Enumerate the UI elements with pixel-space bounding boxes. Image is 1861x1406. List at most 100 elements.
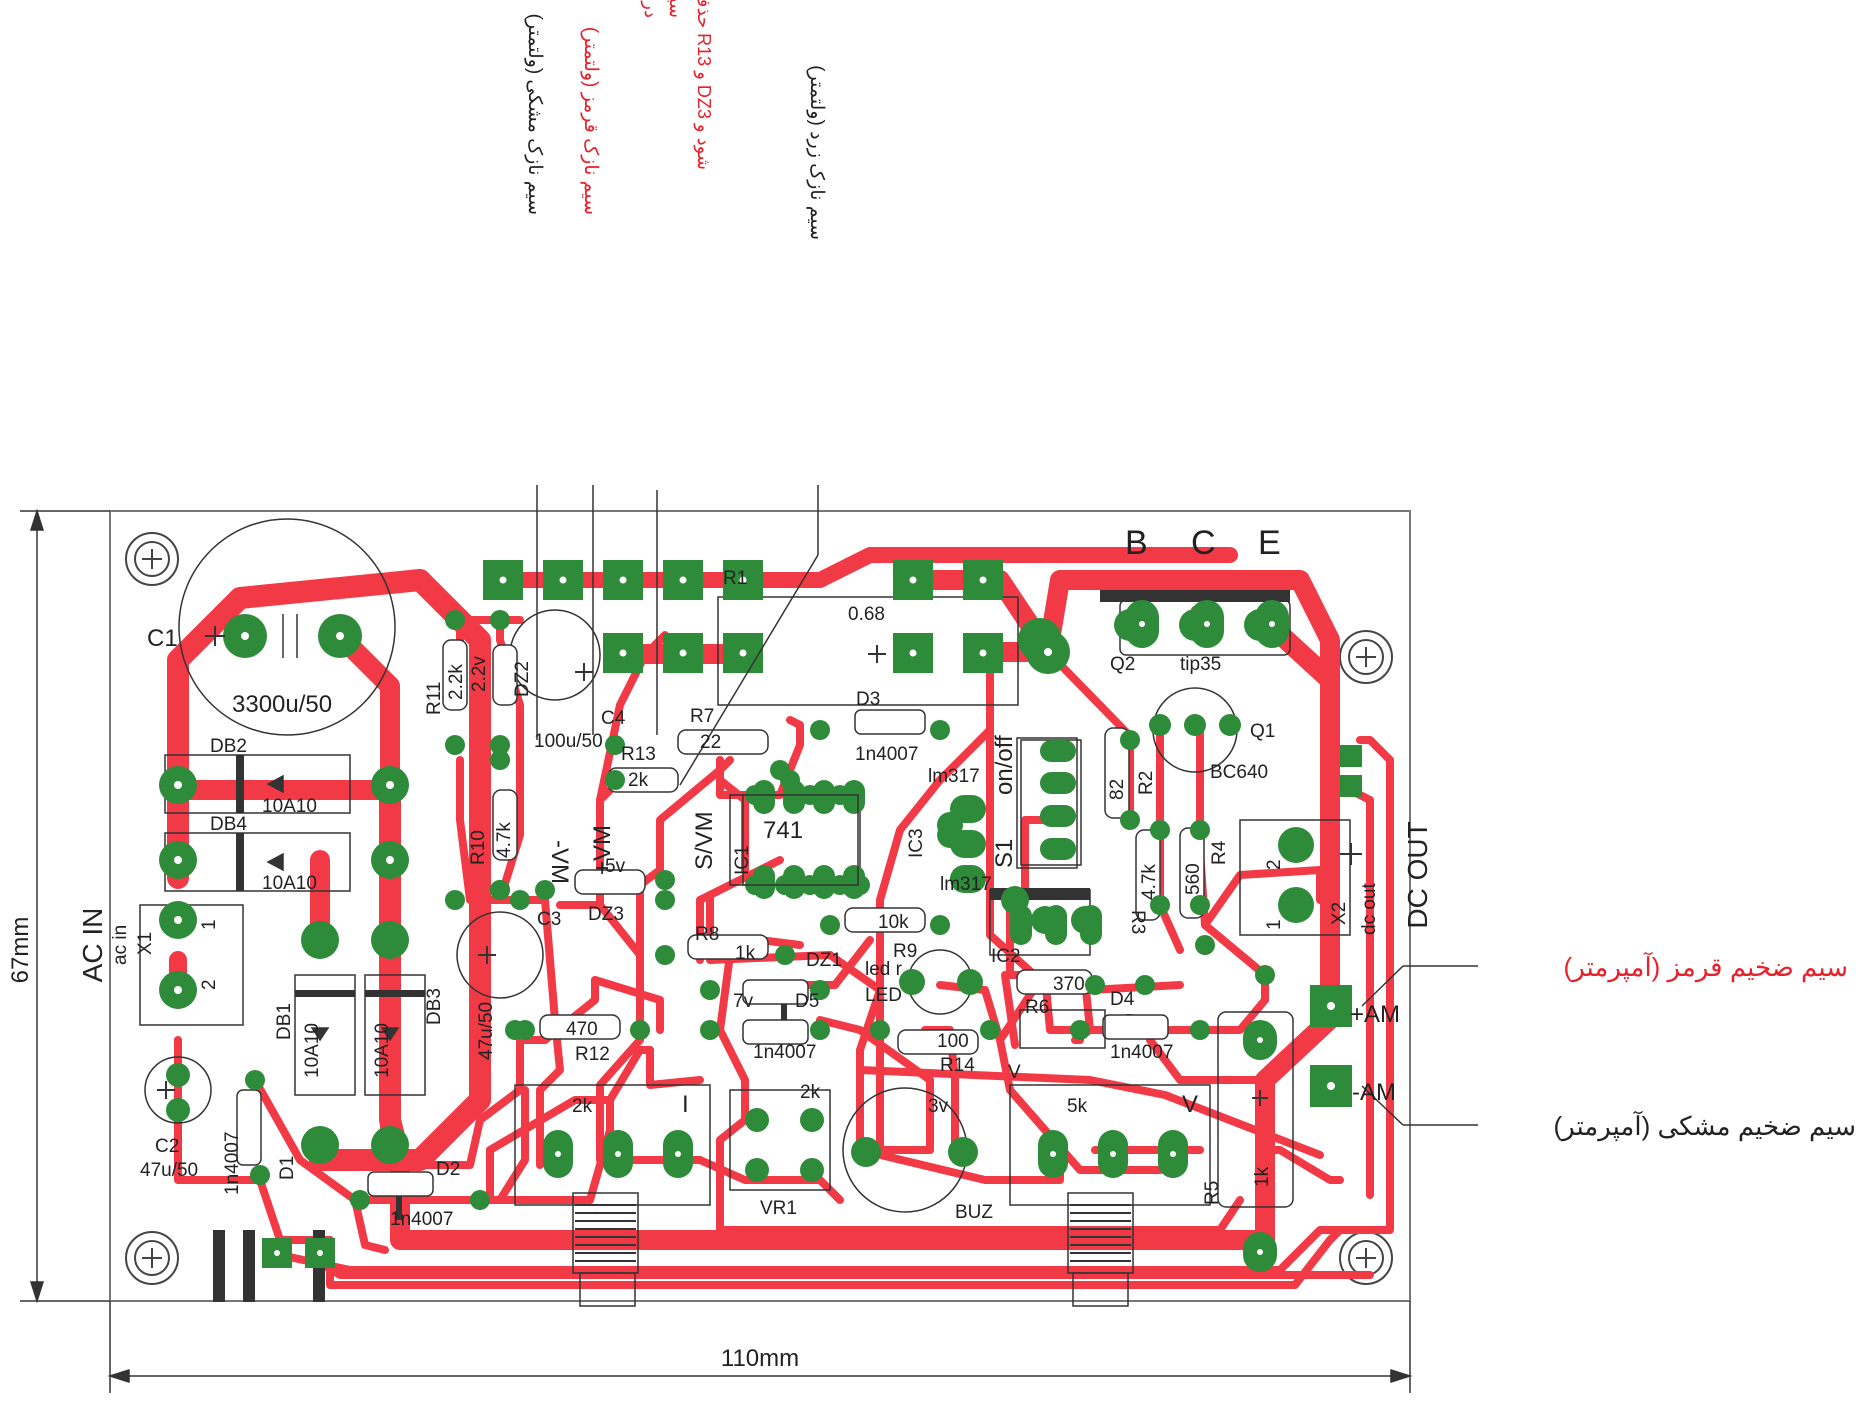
dz3-label: DZ3: [588, 904, 624, 925]
c3-label: C3: [537, 909, 561, 930]
zener-7v-label: 7v: [733, 991, 754, 1012]
r3-value: 4.7k: [1139, 864, 1160, 900]
c2-value: 47u/50: [140, 1160, 198, 1181]
dim-height-label: 67mm: [7, 917, 34, 984]
r8-label: R8: [695, 924, 719, 945]
r4-label: R4: [1209, 840, 1230, 865]
q2-label: Q2: [1110, 654, 1135, 675]
db4-label: DB4: [210, 814, 247, 835]
mounting-hole-tr: [1339, 630, 1393, 684]
jack-threads: [575, 1204, 1131, 1262]
dimension-horizontal: [107, 1301, 1413, 1393]
db3-label: DB3: [424, 988, 445, 1025]
r10-value: 4.7k: [494, 822, 515, 858]
buzzer-value: 3v: [928, 1096, 949, 1117]
r4-value: 560: [1183, 863, 1204, 895]
d1-value: 1n4007: [222, 1132, 243, 1195]
dz2-label: DZ2: [512, 661, 533, 697]
c3-value: 47u/50: [476, 1002, 497, 1060]
ac-in-label: AC IN: [77, 908, 108, 983]
x1-pin1: 1: [199, 919, 220, 930]
r5-value: 1k: [1252, 1166, 1273, 1187]
ac-in-small-label: ac in: [110, 925, 131, 965]
r7-value: 22: [700, 732, 721, 753]
vr1-value: 2k: [800, 1082, 821, 1103]
dc-out-label: DC OUT: [1402, 821, 1433, 928]
d5-label: D5: [795, 991, 819, 1012]
buzzer-label: BUZ: [955, 1202, 993, 1223]
pin-e-label: E: [1258, 524, 1281, 562]
r11-value: 2.2k: [446, 664, 467, 700]
db4-value: 10A10: [262, 873, 317, 894]
led-label: LED: [865, 985, 902, 1006]
dz3-value: 5v: [605, 856, 626, 877]
note-black-thick-ammeter: سیم ضخیم مشکی (آمپرمتر): [1553, 1110, 1856, 1142]
c1-value: 3300u/50: [232, 691, 332, 718]
dz1-label: DZ1: [806, 950, 842, 971]
vr1-label: VR1: [760, 1198, 797, 1219]
c4-value: 100u/50: [534, 731, 603, 752]
led-r-label: led r: [865, 959, 903, 980]
dc-out-small-label: dc out: [1359, 883, 1380, 935]
note-zener-line1: در صورت استفاده از زینر و مقاومت روی کاب…: [640, 0, 661, 18]
note-yellow-thin-voltmeter: سیم نازک زرد (ولتمتر): [806, 65, 827, 240]
s1-label: S1: [991, 839, 1018, 868]
dimension-vertical: [20, 508, 110, 1304]
small-pads: [245, 610, 1275, 1210]
c2-label: C2: [155, 1136, 179, 1157]
r12-label: R12: [575, 1044, 610, 1065]
vm-minus-label: -VM: [546, 840, 573, 884]
r13-label: R13: [621, 744, 656, 765]
tip35-label: tip35: [1180, 654, 1221, 675]
r9-label: R9: [893, 941, 917, 962]
symbols: [266, 614, 1106, 1049]
db2-label: DB2: [210, 736, 247, 757]
am-plus-label: +AM: [1350, 1001, 1400, 1028]
onoff-label: on/off: [991, 735, 1018, 795]
db1-label: DB1: [274, 1003, 295, 1040]
c1-ref: C1: [147, 625, 178, 652]
bc640-label: BC640: [1210, 762, 1268, 783]
q1-label: Q1: [1250, 721, 1275, 742]
polarity-marks: [157, 626, 1362, 1106]
x1-pin2: 2: [199, 979, 220, 990]
note-red-thick-ammeter: سیم ضخیم قرمز (آمپرمتر): [1564, 951, 1848, 983]
note-black-thin-voltmeter: سیم نازک مشکی (ولتمتر): [524, 14, 545, 215]
x1-label: X1: [135, 932, 156, 955]
callout-lines: [536, 485, 1478, 1126]
r6-label: R6: [1025, 997, 1049, 1018]
db2-value: 10A10: [262, 796, 317, 817]
mounting-hole-tl: [125, 532, 179, 586]
ic2-label: IC2: [991, 946, 1021, 967]
r-2k-value: 2k: [628, 770, 649, 791]
ic3-label: IC3: [906, 828, 927, 858]
vm-plus-label: +VM: [589, 825, 616, 875]
current-pot-label: I: [682, 1091, 689, 1118]
r1-label: R1: [723, 568, 747, 589]
pin-c-label: C: [1191, 524, 1216, 562]
r8-value: 1k: [735, 943, 756, 964]
r1-value: 0.68: [848, 604, 885, 625]
voltage-pot-label: V: [1182, 1091, 1198, 1118]
voltage-pot-small-label: V: [1008, 1062, 1021, 1083]
am-minus-label: -AM: [1352, 1079, 1396, 1106]
db3-value: 10A10: [372, 1023, 393, 1078]
s1-outline: [1016, 737, 1078, 869]
ic1-label: IC1: [732, 845, 753, 875]
r82-value: 82: [1107, 779, 1128, 800]
r6-value: 370: [1053, 974, 1085, 995]
d2-label: D2: [436, 1159, 460, 1180]
r5-label: R5: [1202, 1181, 1223, 1205]
lm317-bottom: lm317: [940, 874, 992, 895]
d4-label: D4: [1110, 989, 1135, 1010]
c4-label: C4: [601, 708, 626, 729]
dz2-value: 2.2v: [469, 656, 490, 692]
note-red-thin-voltmeter: سیم نازک قرمز (ولتمتر): [580, 27, 601, 215]
r12-value: 470: [566, 1019, 598, 1040]
lm317-top: lm317: [928, 766, 980, 787]
note-zener-line3: شود و DZ3 و R13 حذف شود: [693, 0, 714, 170]
r2-label: R2: [1136, 771, 1157, 795]
svm-label: S/VM: [691, 811, 718, 870]
